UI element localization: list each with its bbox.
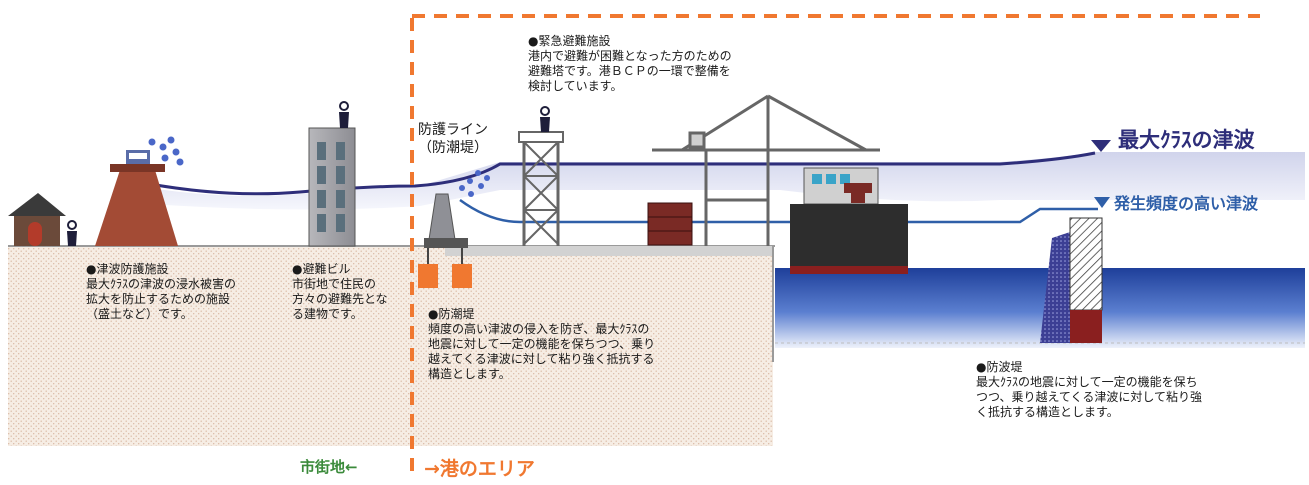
note-title: ●防波堤 [976,360,1023,374]
note-line: る建物です。 [292,307,363,321]
note-title: ●津波防護施設 [86,262,169,276]
note-line: く抵抗する構造とします。 [976,405,1119,419]
note-line: 拡大を防止するための施設 [86,292,231,306]
seawall [418,193,472,288]
breakwater [1040,217,1103,343]
tsunami-protection-note: ●津波防護施設 最大ｸﾗｽの津波の浸水被害の 拡大を防止するための施設 （盛土な… [86,262,236,322]
evacuation-tower [518,131,564,246]
note-line: 検討しています。 [528,79,623,93]
land-area [8,246,773,446]
person-icon [339,101,349,128]
sea [775,268,1305,348]
note-title: ●避難ビル [292,262,351,276]
note-line: 最大ｸﾗｽの津波の浸水被害の [86,277,237,291]
defense-line-subtitle: （防潮堤） [418,140,488,156]
note-title: ●緊急避難施設 [528,34,611,48]
evacuation-building [308,127,356,247]
embankment [95,150,178,246]
frequent-tsunami-marker [1094,197,1110,208]
gantry-crane [652,94,880,246]
emergency-evacuation-note: ●緊急避難施設 港内で避難が困難となった方のための 避難塔です。港ＢＣＰの一環で… [528,34,732,94]
note-line: つつ、乗り越えてくる津波に対して粘り強 [976,390,1202,404]
person-icon [540,106,550,132]
splash-icon [148,136,184,166]
note-title: ●防潮堤 [428,307,475,321]
defense-line-label: 防護ライン （防潮堤） [418,121,488,157]
note-line: 市街地で住民の [292,277,377,291]
breakwater-note: ●防波堤 最大ｸﾗｽの地震に対して一定の機能を保ち つつ、乗り越えてくる津波に対… [976,360,1202,420]
note-line: 越えてくる津波に対して粘り強く抵抗する [428,352,655,366]
port-zone-label: →港のエリア [424,458,535,480]
note-line: 最大ｸﾗｽの地震に対して一定の機能を保ち [976,375,1198,389]
note-line: 構造とします。 [428,367,511,381]
port-pavement [445,246,773,256]
note-line: 港内で避難が困難となった方のための [528,49,732,63]
person-icon [67,220,77,246]
max-tsunami-label: 最大ｸﾗｽの津波 [1118,128,1255,152]
seawall-note: ●防潮堤 頻度の高い津波の侵入を防ぎ、最大ｸﾗｽの 地震に対して一定の機能を保ち… [428,307,655,382]
note-line: 頻度の高い津波の侵入を防ぎ、最大ｸﾗｽの [428,322,650,336]
max-tsunami-line [149,151,1096,196]
city-zone-label: 市街地← [300,458,358,476]
max-tsunami-marker [1091,140,1111,152]
containers [647,202,693,246]
splash-icon [459,170,490,197]
note-line: （盛土など）です。 [86,307,193,321]
defense-line-title: 防護ライン [418,122,488,138]
note-line: 地震に対して一定の機能を保ちつつ、乗り [428,337,656,351]
note-line: 避難塔です。港ＢＣＰの一環で整備を [528,64,731,78]
evacuation-building-note: ●避難ビル 市街地で住民の 方々の避難先とな る建物です。 [292,262,388,322]
note-line: 方々の避難先とな [292,292,388,306]
frequent-tsunami-label: 発生頻度の高い津波 [1114,194,1259,213]
container-ship [790,167,908,274]
house [8,193,66,246]
